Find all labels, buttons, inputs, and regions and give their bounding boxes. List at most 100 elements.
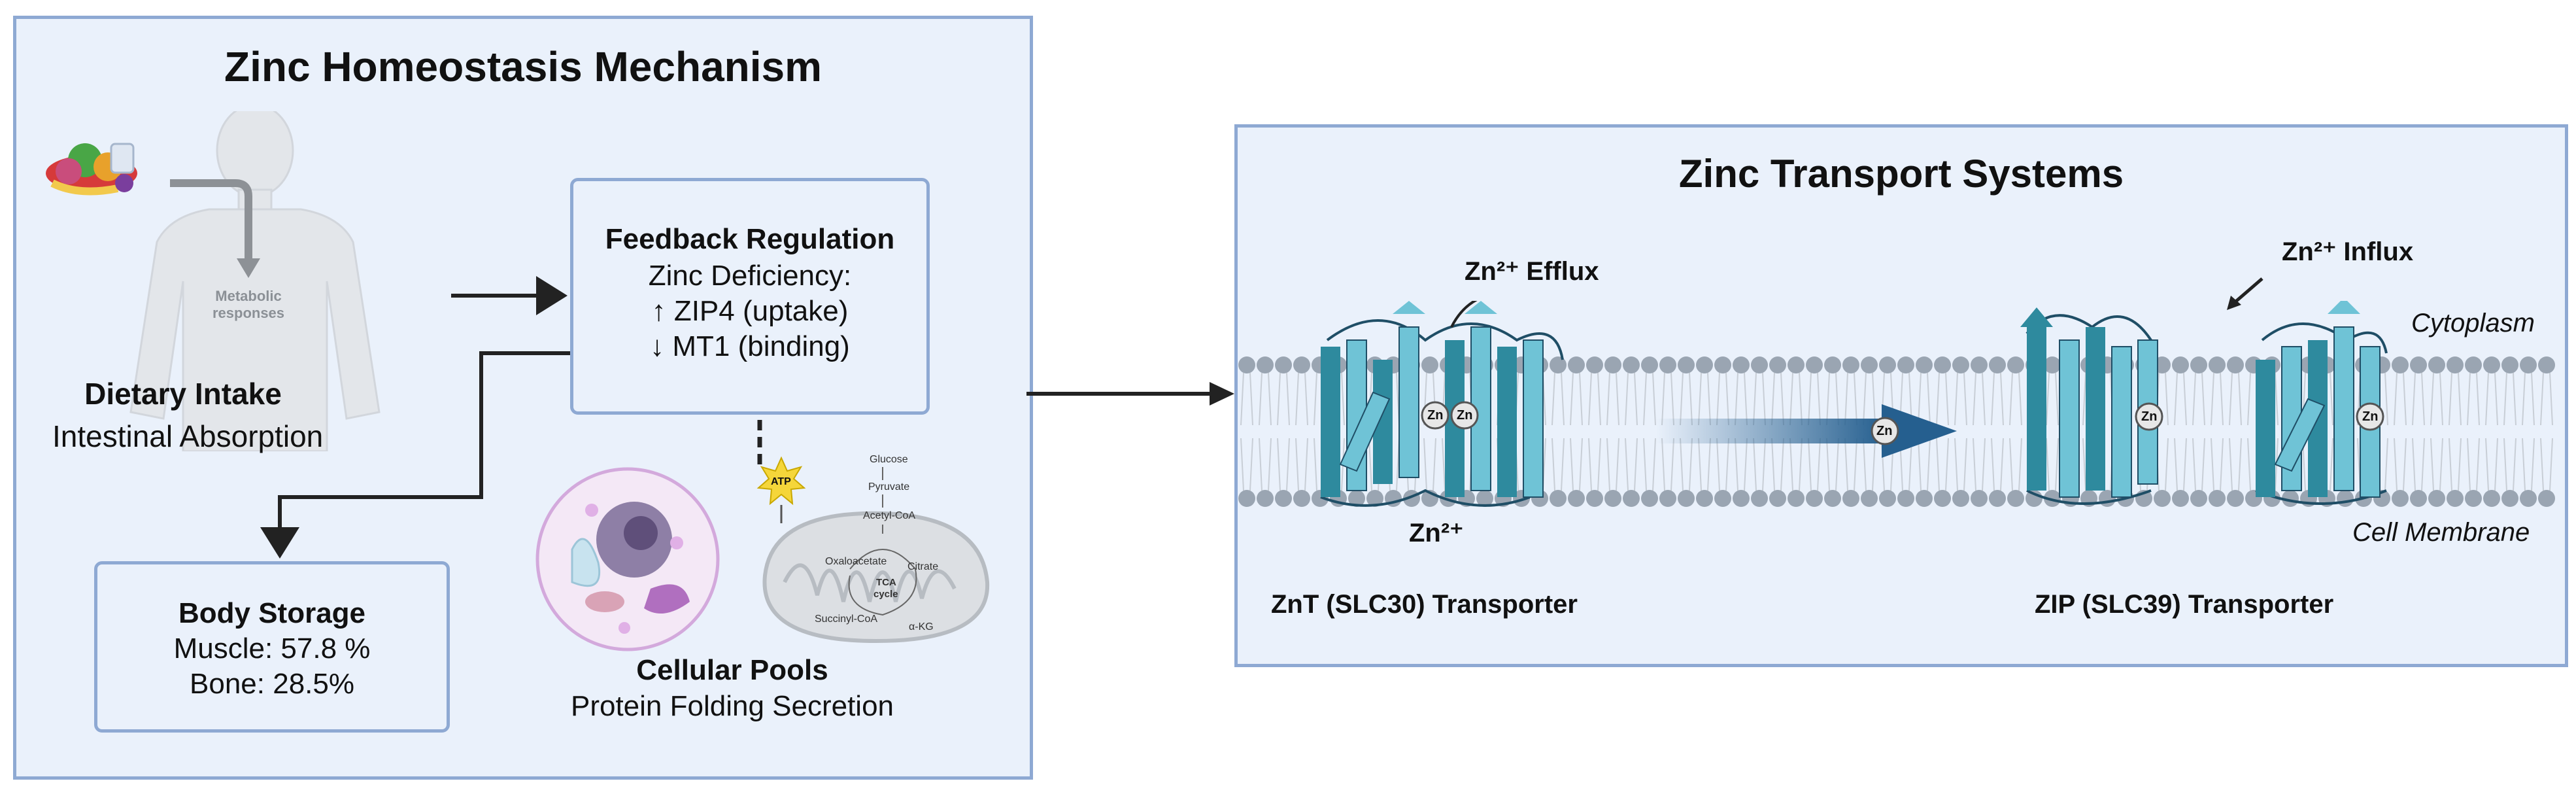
storage-line2: Bone: 28.5% — [190, 668, 354, 700]
zn-ion-label-zip-2: Zn — [2362, 409, 2379, 424]
lipid-head — [1842, 490, 1859, 507]
tca-succinyl: Succinyl-CoA — [815, 614, 878, 625]
lipid-head — [1769, 356, 1786, 373]
human-figure-illustration: Metabolic responses — [46, 111, 381, 451]
storage-title: Body Storage — [178, 597, 366, 629]
lipid-head — [1916, 356, 1933, 373]
tca-cycle-2: cycle — [873, 589, 898, 600]
food-icon — [46, 143, 137, 196]
lipid-head — [1751, 490, 1768, 507]
cellular-title: Cellular Pools — [636, 654, 828, 686]
znt-helices — [1321, 301, 1544, 498]
lipid-head — [1550, 356, 1567, 373]
panel-connector — [1026, 382, 1234, 406]
lipid-head — [1696, 490, 1713, 507]
lipid-head — [1696, 356, 1713, 373]
influx-label: Zn²⁺ Influx — [2282, 237, 2414, 266]
lipid-head — [1934, 490, 1951, 507]
lipid-head — [2483, 356, 2500, 373]
lipid-head — [2428, 356, 2445, 373]
lipid-head — [2410, 356, 2427, 373]
metabolic-label-2: responses — [212, 305, 284, 321]
lipid-head — [1897, 490, 1914, 507]
lipid-head — [2428, 490, 2445, 507]
zn-ion-znt-2 — [1450, 401, 1479, 430]
lipid-head — [1879, 356, 1896, 373]
efflux-label: Zn²⁺ Efflux — [1465, 257, 1599, 286]
lipid-head — [2025, 490, 2042, 507]
lipid-head — [2154, 490, 2171, 507]
lipid-head — [2501, 356, 2518, 373]
lipid-head — [2483, 490, 2500, 507]
lipid-head — [1861, 490, 1878, 507]
lipid-head — [1476, 490, 1493, 507]
lipid-head — [1824, 490, 1841, 507]
tca-acetyl: Acetyl-CoA — [863, 510, 916, 521]
zn2-label: Zn²⁺ — [1409, 519, 1464, 547]
influx-arrow-icon — [2227, 277, 2263, 310]
zn-ion-zip-1 — [2135, 402, 2163, 431]
lipid-head — [2209, 490, 2226, 507]
lipid-head — [1952, 356, 1969, 373]
zip-transporter-protein — [2020, 301, 2388, 505]
lipid-head — [1678, 490, 1695, 507]
lipid-head — [2520, 356, 2537, 373]
lipid-head — [1897, 356, 1914, 373]
zn-ion-label-znt-1: Zn — [1427, 408, 1444, 423]
feedback-line2: ↑ ZIP4 (uptake) — [651, 295, 849, 327]
lipid-head — [1586, 356, 1603, 373]
lipid-head — [1275, 490, 1292, 507]
lipid-head — [1971, 356, 1988, 373]
feedback-to-storage-arrow — [260, 351, 570, 559]
feedback-title: Feedback Regulation — [605, 223, 895, 255]
lipid-head — [1824, 356, 1841, 373]
body-storage-box: Body Storage Muscle: 57.8 % Bone: 28.5% — [94, 561, 450, 733]
lipid-head — [2007, 490, 2024, 507]
mitochondrion-tca-illustration — [756, 456, 990, 644]
lipid-head — [1238, 490, 1255, 507]
lipid-head — [1971, 490, 1988, 507]
lipid-head — [1678, 356, 1695, 373]
lipid-head — [2172, 490, 2189, 507]
feedback-regulation-box: Feedback Regulation Zinc Deficiency: ↑ Z… — [570, 178, 930, 415]
lipid-head — [2190, 490, 2207, 507]
lipid-head — [1788, 356, 1805, 373]
lipid-head — [2447, 490, 2464, 507]
lipid-head — [2465, 490, 2482, 507]
lipid-head — [1952, 490, 1969, 507]
lipid-head — [1366, 490, 1383, 507]
lipid-head — [2465, 356, 2482, 373]
feedback-line1: Zinc Deficiency: — [648, 260, 852, 292]
lipid-head — [1257, 490, 1274, 507]
lipid-head — [1769, 490, 1786, 507]
lipid-head — [1788, 490, 1805, 507]
lipid-head — [2190, 356, 2207, 373]
lipid-head — [2392, 356, 2409, 373]
lipid-head — [1806, 356, 1823, 373]
lipid-head — [1714, 490, 1731, 507]
lipid-head — [1293, 490, 1310, 507]
lipid-head — [1934, 356, 1951, 373]
ingestion-arrow — [170, 179, 252, 262]
lipid-head — [1879, 490, 1896, 507]
lipid-head — [2227, 356, 2244, 373]
lipid-head — [2227, 490, 2244, 507]
dietary-subtitle: Intestinal Absorption — [52, 419, 324, 453]
zn-ion-label-znt-2: Zn — [1457, 408, 1473, 423]
tca-akg: α-KG — [909, 621, 934, 632]
lipid-head — [2410, 490, 2427, 507]
lipid-head — [1842, 356, 1859, 373]
tca-citrate: Citrate — [907, 561, 939, 572]
znt-transporter-protein — [1320, 301, 1564, 507]
lipid-head — [2501, 490, 2518, 507]
zn-ion-center — [1871, 417, 1899, 445]
lipid-head — [2044, 490, 2061, 507]
metabolic-label-1: Metabolic — [215, 288, 281, 304]
lipid-head — [1989, 490, 2006, 507]
lipid-head — [1604, 356, 1621, 373]
lipid-head — [1861, 356, 1878, 373]
dietary-title: Dietary Intake — [84, 377, 282, 411]
lipid-head — [1275, 356, 1292, 373]
lipid-head — [1568, 490, 1585, 507]
lipid-head — [1641, 356, 1658, 373]
